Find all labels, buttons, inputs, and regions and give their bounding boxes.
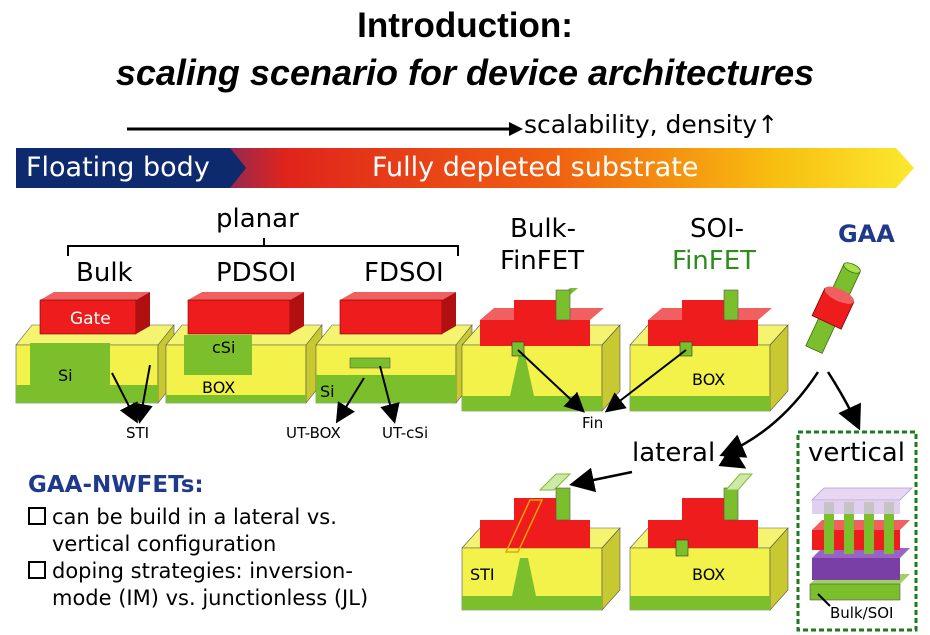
checkbox-icon — [28, 507, 46, 525]
lateral-box-device — [629, 473, 789, 611]
ut-csi-callout: UT-cSi — [382, 424, 429, 442]
scalability-arrow — [127, 122, 523, 136]
bulk-label: Bulk — [76, 258, 133, 288]
lateral-label: lateral — [632, 438, 716, 468]
notes-heading: GAA-NWFETs: — [28, 472, 204, 498]
soi-finfet-device — [629, 289, 789, 412]
gaa-label: GAA — [838, 220, 895, 248]
bulk-finfet-label-2: FinFET — [500, 246, 585, 276]
substrate-banner — [16, 148, 914, 188]
ut-box-callout: UT-BOX — [286, 424, 341, 442]
planar-bracket — [67, 238, 459, 256]
banner-right-label: Fully depleted substrate — [372, 152, 699, 183]
bulk-finfet-label-1: Bulk- — [510, 214, 576, 244]
vertical-gaa-device — [796, 430, 918, 632]
si-label: Si — [58, 366, 73, 385]
bulk-soi-callout: Bulk/SOI — [830, 604, 894, 622]
csi-label: cSi — [212, 338, 236, 357]
note-item: doping strategies: inversion- — [28, 558, 448, 585]
note-line: can be build in a lateral vs. — [52, 505, 337, 529]
lateral-to-sti-arrow — [569, 467, 633, 493]
box-label-pdsoi: BOX — [202, 378, 236, 397]
note-item: can be build in a lateral vs. — [28, 504, 448, 531]
note-line: vertical configuration — [52, 532, 277, 556]
note-line: mode (IM) vs. junctionless (JL) — [52, 586, 369, 610]
pdsoi-label: PDSOI — [216, 258, 297, 288]
box-label-soi-finfet: BOX — [692, 370, 726, 389]
pdsoi-device — [165, 292, 323, 404]
box-label-lateral: BOX — [692, 565, 726, 584]
page-subtitle: scaling scenario for device architecture… — [115, 52, 815, 93]
gate-label: Gate — [70, 309, 111, 329]
lateral-sti-device — [461, 473, 621, 611]
bulk-soi-arrow — [817, 593, 831, 607]
fin-arrow-1 — [517, 349, 585, 413]
page-title: Introduction: — [357, 6, 573, 45]
gaa-nwfet-notes: GAA-NWFETs: can be build in a lateral vs… — [28, 472, 448, 612]
soi-finfet-label-2: FinFET — [672, 246, 757, 276]
fdsoi-device — [315, 292, 473, 404]
gaa-to-vertical-arrow — [826, 371, 861, 431]
sti-arrow-1 — [111, 372, 138, 424]
vertical-label: vertical — [808, 438, 905, 468]
checkbox-icon — [28, 561, 46, 579]
planar-label: planar — [216, 204, 299, 234]
lateral-to-box-arrow — [718, 444, 747, 469]
sti-label-lateral: STI — [470, 565, 495, 584]
gaa-nanowire — [805, 262, 861, 354]
soi-finfet-label-1: SOI- — [690, 214, 745, 244]
note-line: doping strategies: inversion- — [52, 559, 353, 583]
sti-arrow-2 — [133, 364, 153, 424]
fin-callout: Fin — [582, 414, 604, 432]
ut-csi-arrow — [379, 365, 400, 424]
bulk-finfet-device — [461, 288, 621, 412]
fdsoi-label: FDSOI — [364, 258, 444, 288]
si-label-fdsoi: Si — [320, 382, 335, 401]
ut-box-arrow — [335, 377, 365, 424]
sti-callout: STI — [126, 424, 150, 442]
banner-left-label: Floating body — [26, 152, 210, 183]
fin-arrow-2 — [604, 349, 687, 413]
bulk-device — [15, 292, 175, 404]
scalability-label: scalability, density↑ — [524, 110, 779, 139]
